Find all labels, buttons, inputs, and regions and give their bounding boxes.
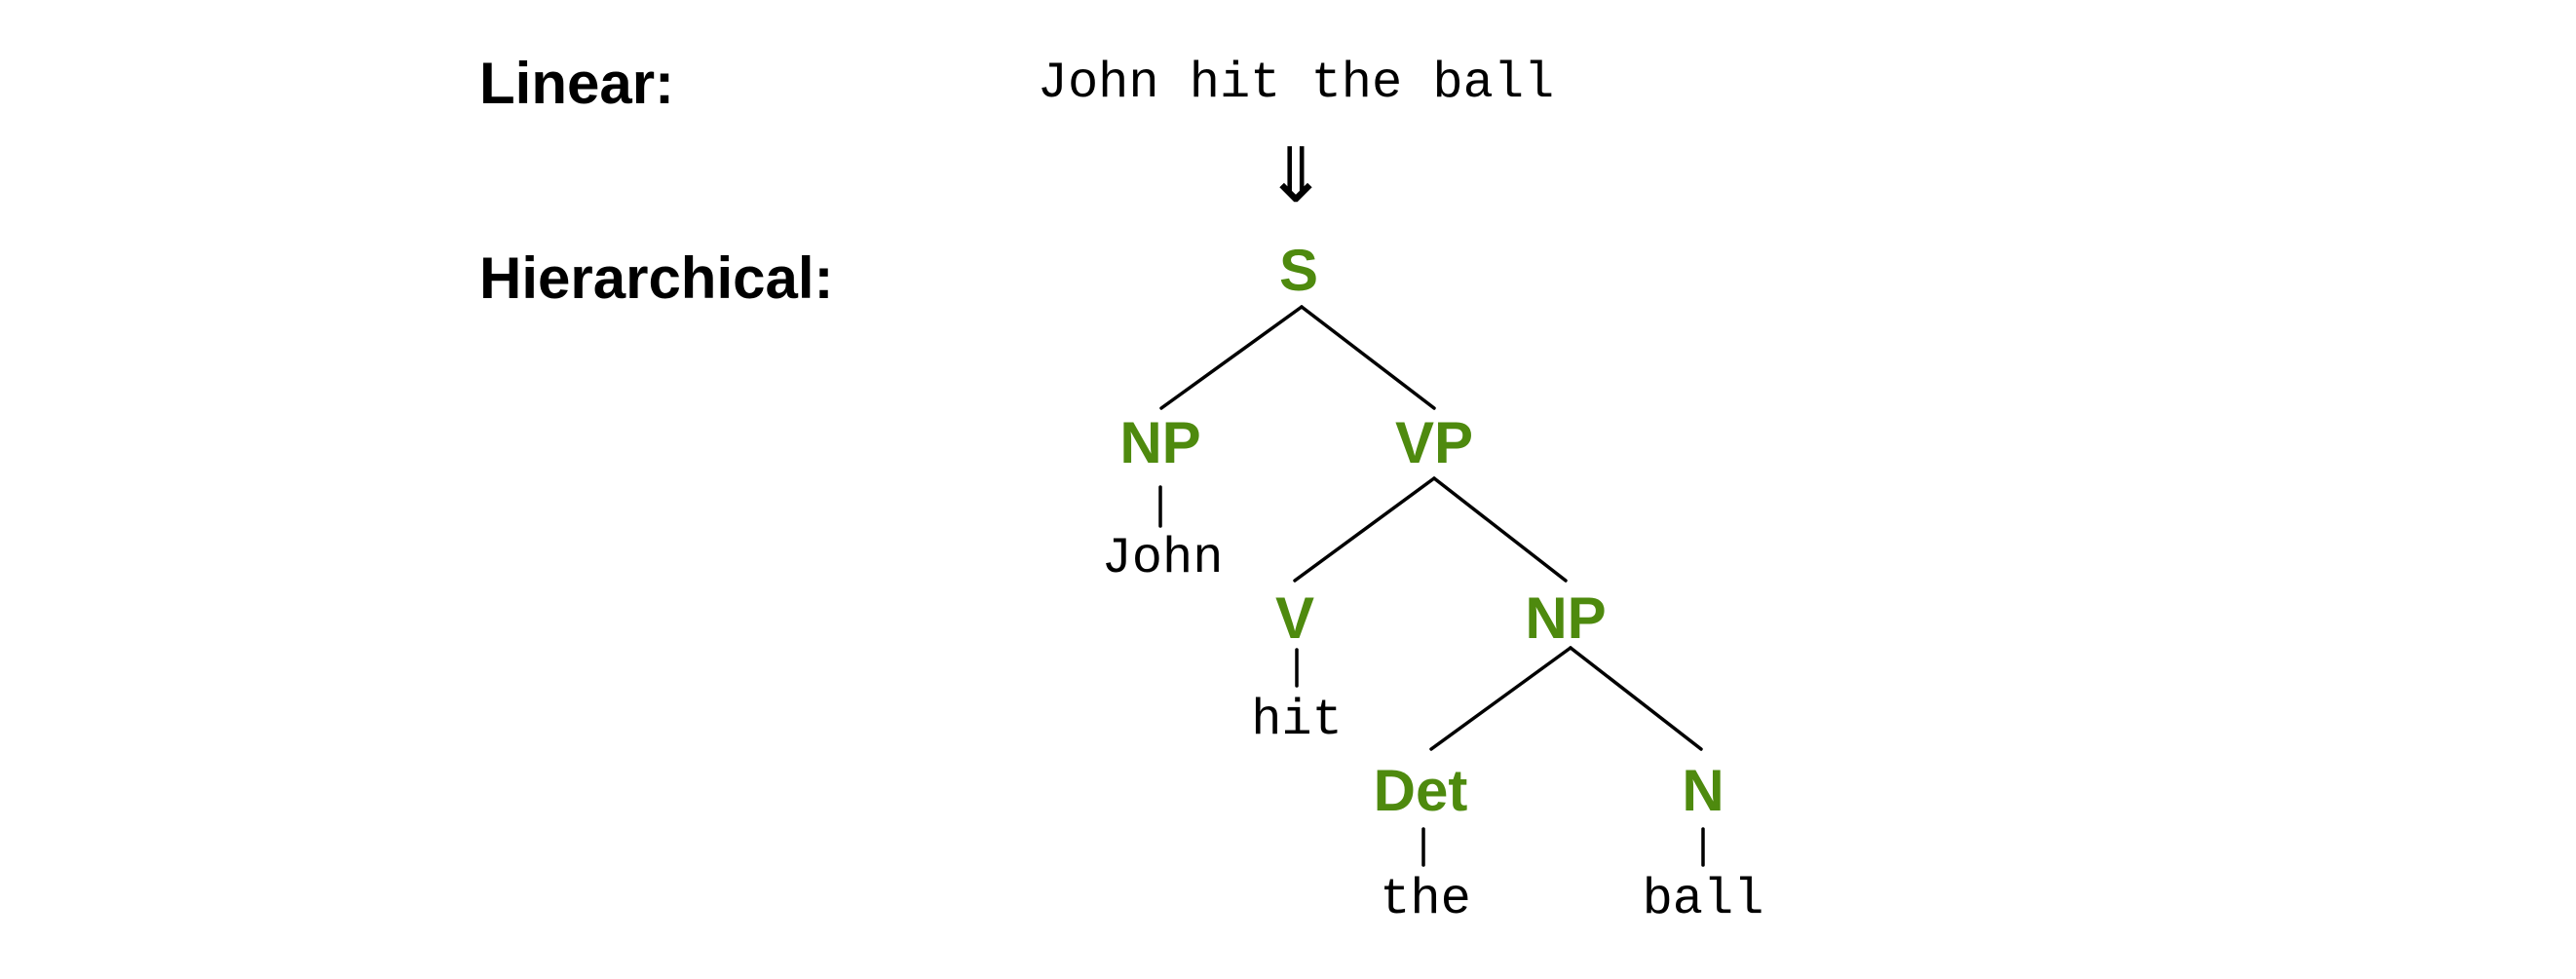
hierarchical-label: Hierarchical: <box>479 245 834 311</box>
edge-vp-np <box>1432 476 1568 583</box>
tree-edges <box>1158 305 1705 867</box>
node-vp: VP <box>1395 410 1473 475</box>
node-det: Det <box>1374 758 1468 823</box>
edge-np-n <box>1569 646 1703 751</box>
linear-sentence: John hit the ball <box>1038 55 1555 112</box>
edge-s-vp <box>1300 305 1436 410</box>
tree-categories: S NP VP V NP Det N <box>1119 238 1724 823</box>
leaf-hit: hit <box>1251 692 1343 749</box>
edge-vp-v <box>1293 476 1436 583</box>
node-np-object: NP <box>1525 585 1606 651</box>
edge-s-np <box>1159 305 1304 410</box>
node-v: V <box>1275 585 1314 651</box>
linear-label: Linear: <box>479 51 674 116</box>
leaf-the: the <box>1380 871 1471 928</box>
node-np-subject: NP <box>1119 410 1200 475</box>
edge-np-det <box>1429 646 1572 751</box>
leaf-ball: ball <box>1643 871 1764 928</box>
tree-words: John hit the ball <box>1102 530 1764 928</box>
node-s: S <box>1279 238 1318 303</box>
leaf-john: John <box>1102 530 1224 587</box>
node-n: N <box>1682 758 1724 823</box>
double-down-arrow-icon: ⇓ <box>1264 132 1327 220</box>
